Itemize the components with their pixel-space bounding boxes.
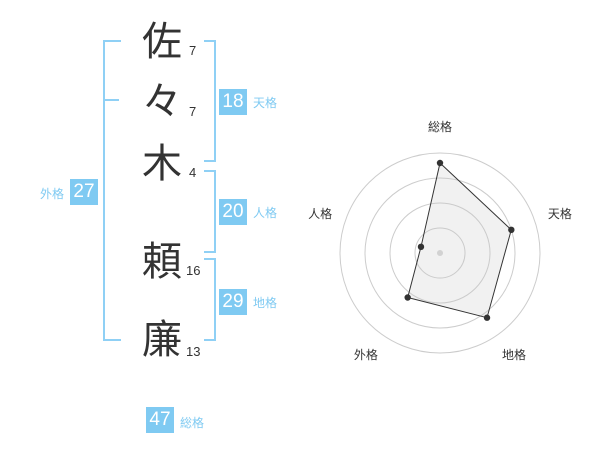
name-char-4: 頼: [142, 239, 182, 285]
radar-grid-ring: [364, 177, 516, 329]
jinkaku-score: 20: [219, 199, 247, 225]
name-char-2: 々: [142, 79, 182, 125]
radar-axis-label: 総格: [428, 119, 452, 134]
stroke-count-2: 7: [189, 104, 197, 119]
radar-point: [508, 226, 515, 234]
chikaku-label: 地格: [253, 296, 278, 310]
gaikaku-label: 外格: [40, 187, 65, 201]
stroke-count-1: 7: [189, 43, 197, 58]
soukaku-score: 47: [146, 407, 174, 433]
jinkaku-label: 人格: [253, 206, 278, 220]
name-char-3: 木: [142, 141, 182, 187]
radar-axis-label: 天格: [548, 206, 572, 221]
jinkaku-bracket: [204, 170, 216, 253]
radar-point: [404, 294, 411, 301]
tenkaku-bracket: [204, 40, 216, 162]
radar-series-area: [407, 162, 512, 319]
radar-point: [436, 159, 444, 167]
radar-axis-label: 人格: [308, 206, 332, 221]
soukaku-label: 総格: [180, 416, 205, 430]
name-char-5: 廉: [142, 317, 182, 363]
radar-point: [417, 243, 425, 251]
gaikaku-bracket: [103, 40, 121, 341]
radar-grid-ring: [339, 152, 541, 354]
tenkaku-score: 18: [219, 89, 247, 115]
radar-center: [437, 250, 443, 256]
gaikaku-score: 27: [70, 179, 98, 205]
chikaku-score: 29: [219, 289, 247, 315]
gaikaku-bracket-stub: [105, 99, 119, 101]
stroke-count-5: 13: [186, 344, 201, 359]
chikaku-bracket: [204, 258, 216, 341]
stroke-count-3: 4: [189, 165, 197, 180]
radar-point: [483, 314, 491, 321]
tenkaku-label: 天格: [253, 96, 278, 110]
radar-axis-label: 外格: [354, 347, 378, 362]
radar-axis-label: 地格: [502, 347, 526, 362]
radar-grid-ring: [414, 227, 466, 279]
radar-grid-ring: [389, 202, 491, 304]
name-char-1: 佐: [142, 19, 182, 65]
stroke-count-4: 16: [186, 263, 201, 278]
